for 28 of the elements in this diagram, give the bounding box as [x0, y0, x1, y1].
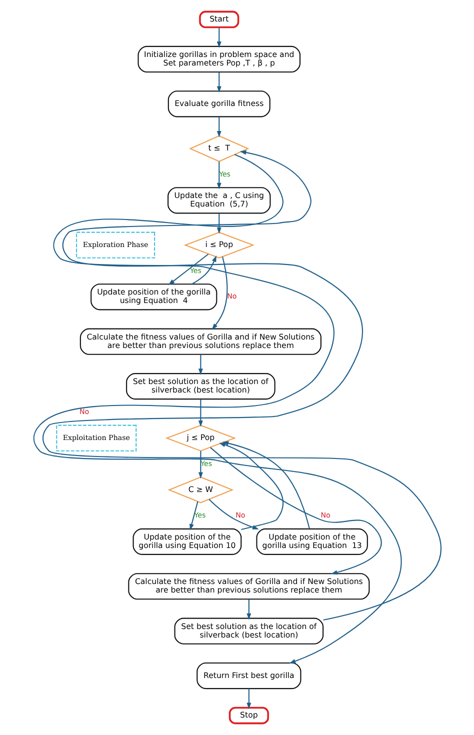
arrow: [191, 255, 216, 284]
arrow: [32, 154, 401, 664]
edge-label: No: [235, 510, 245, 520]
edge-label: Yes: [189, 266, 201, 275]
arrow: [216, 162, 221, 190]
edge-label: No: [79, 406, 89, 416]
arrow: [216, 72, 221, 93]
arrow: [218, 442, 284, 530]
arrow: [168, 254, 208, 286]
edge-label: No: [320, 510, 330, 520]
label: Exploitation Phase: [62, 432, 130, 442]
arrow: [189, 501, 198, 530]
arrow: [198, 354, 202, 376]
arrow: [198, 451, 202, 479]
edge-label: Yes: [194, 510, 206, 520]
arrow: [208, 499, 258, 530]
arrow: [42, 150, 440, 620]
label: Exploration Phase: [82, 240, 148, 249]
arrow: [210, 447, 382, 575]
arrow: [246, 688, 251, 710]
arrow: [222, 441, 310, 529]
arrow: [216, 213, 221, 234]
arrow: [246, 599, 251, 620]
arrow: [216, 28, 221, 48]
arrow: [198, 399, 202, 427]
arrow: [216, 116, 221, 138]
arrow: [211, 256, 228, 330]
edge-label: No: [226, 292, 236, 301]
